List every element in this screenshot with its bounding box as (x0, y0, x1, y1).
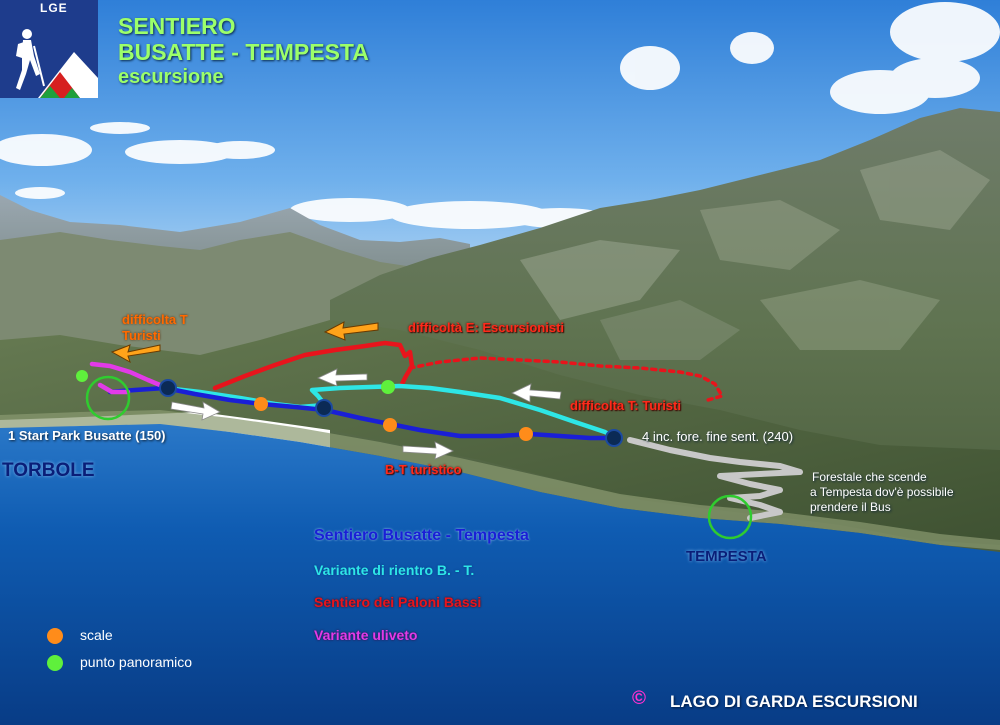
end-point-label: 4 inc. fore. fine sent. (240) (642, 429, 794, 444)
start-circle (85, 375, 131, 421)
logo-text: LGE (40, 1, 68, 15)
title-line-1: SENTIERO (118, 13, 236, 39)
legend-route-paloni: Sentiero dei Paloni Bassi (314, 594, 482, 610)
start-point-label: 1 Start Park Busatte (150) (8, 428, 166, 443)
difficulty-e-label: difficoltà E: Escursionisti (408, 320, 565, 335)
place-tempesta: TEMPESTA (686, 548, 767, 565)
stairs-markers (254, 397, 533, 441)
legend-stairs-dot (47, 628, 63, 644)
orange-arrow-top (323, 321, 379, 341)
route-variante-uliveto (89, 361, 163, 395)
difficulty-t-right-label: difficolta T: Turisti (570, 398, 681, 413)
difficulty-t-left-line2: Turisti (122, 328, 161, 343)
legend-panorama-dot (47, 655, 63, 671)
legend-route-main: Sentiero Busatte - Tempesta (314, 527, 529, 544)
bt-touristic-label: B-T turistico (385, 462, 462, 477)
orange-arrow-left (110, 344, 161, 364)
slope-texture (520, 150, 990, 360)
route-busatte-tempesta (107, 385, 618, 441)
panorama-markers (76, 370, 395, 394)
place-torbole: TORBOLE (2, 460, 95, 481)
tempesta-circle (707, 494, 753, 540)
title-line-2: BUSATTE - TEMPESTA (118, 39, 369, 65)
hiker-logo-icon (0, 0, 98, 98)
legend-route-olive: Variante uliveto (314, 627, 418, 643)
forest-road-line3: prendere il Bus (810, 500, 891, 514)
route-paloni-bassi-dotted (408, 356, 725, 402)
forest-road (627, 437, 803, 521)
white-arrows (170, 368, 562, 460)
route-nodes (159, 379, 623, 447)
lake (0, 424, 1000, 725)
forest-road-line2: a Tempesta dov'è possibile (810, 485, 954, 499)
legend-panorama-label: punto panoramico (80, 654, 193, 670)
forest-road-line1: Forestale che scende (812, 470, 927, 484)
legend-stairs-label: scale (80, 627, 113, 643)
copyright-icon: © (632, 688, 646, 709)
lge-logo: LGE (0, 0, 98, 98)
copyright-text: LAGO DI GARDA ESCURSIONI (670, 692, 918, 711)
title-line-3: escursione (118, 66, 224, 88)
legend-route-return: Variante di rientro B. - T. (314, 562, 475, 578)
difficulty-t-left-line1: difficolta T (122, 312, 188, 327)
